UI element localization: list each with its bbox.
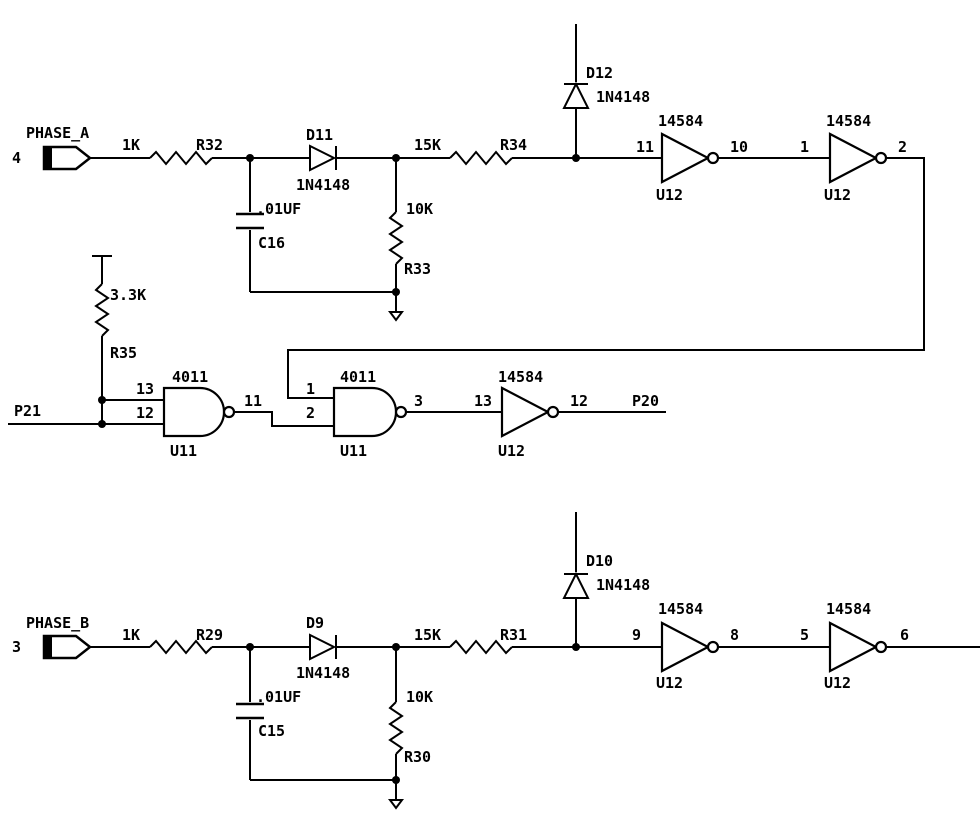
inv-b2-pin-in: 5	[800, 626, 809, 644]
inv-b1-part: 14584	[658, 600, 703, 618]
nand1-pin-out: 11	[244, 392, 262, 410]
d9-ref: D9	[306, 614, 324, 632]
phase-b-port: PHASE_B 3	[12, 614, 93, 660]
resistor-r32: 1K R32	[122, 136, 223, 166]
r32-value: 1K	[122, 136, 140, 154]
inv-a2-pin-out: 2	[898, 138, 907, 156]
ground-icon	[388, 799, 404, 810]
inv-b2-pin-out: 6	[900, 626, 909, 644]
nand2-pin-a: 1	[306, 380, 315, 398]
phase-b-pin-label: 3	[12, 638, 21, 656]
resistor-r31: 15K R31	[414, 626, 527, 655]
inv-a2-ref: U12	[824, 186, 851, 204]
inv-a1-part: 14584	[658, 112, 703, 130]
r35-value: 3.3K	[110, 286, 146, 304]
capacitor-c15: .01UF C15	[236, 647, 301, 780]
resistor-r33: 10K R33	[388, 158, 433, 312]
d10-ref: D10	[586, 552, 613, 570]
p20-net-label: P20	[632, 392, 659, 410]
inv-a1-pin-out: 10	[730, 138, 748, 156]
phase-b-channel: PHASE_B 3 1K R29 D9 1N4148 .01UF C15	[12, 512, 980, 810]
inv3-ref: U12	[498, 442, 525, 460]
d11-part: 1N4148	[296, 176, 350, 194]
inverter-u12-b1: 14584 9 8 U12	[632, 600, 739, 692]
r32-ref: R32	[196, 136, 223, 154]
r31-value: 15K	[414, 626, 441, 644]
r29-ref: R29	[196, 626, 223, 644]
r29-value: 1K	[122, 626, 140, 644]
r34-ref: R34	[500, 136, 527, 154]
phase-b-port-label: PHASE_B	[26, 614, 89, 632]
d12-ref: D12	[586, 64, 613, 82]
inv3-pin-in: 13	[474, 392, 492, 410]
inv-a2-part: 14584	[826, 112, 871, 130]
r33-value: 10K	[406, 200, 433, 218]
inv-a1-ref: U12	[656, 186, 683, 204]
phase-a-pin-label: 4	[12, 149, 21, 167]
c15-value: .01UF	[256, 688, 301, 706]
inv-a1-pin-in: 11	[636, 138, 654, 156]
c16-value: .01UF	[256, 200, 301, 218]
inv-b2-ref: U12	[824, 674, 851, 692]
inverter-u12-a1: 14584 11 10 U12	[636, 112, 748, 204]
phase-a-port-label: PHASE_A	[26, 124, 89, 142]
inv-a2-pin-in: 1	[800, 138, 809, 156]
r30-value: 10K	[406, 688, 433, 706]
nand1-ref: U11	[170, 442, 197, 460]
d9-part: 1N4148	[296, 664, 350, 682]
inverter-u12-a2: 14584 1 2 U12	[800, 112, 907, 204]
c16-ref: C16	[258, 234, 285, 252]
r35-ref: R35	[110, 344, 137, 362]
nand1-pin-b: 12	[136, 404, 154, 422]
inv3-pin-out: 12	[570, 392, 588, 410]
logic-section: 3.3K R35 P21 4011 13 12 11 U11 4011 1 2 …	[8, 255, 666, 460]
phase-a-channel: PHASE_A 4 1K R32 D11 1N4148 .01UF C16	[12, 24, 925, 399]
phase-a-port: PHASE_A 4	[12, 124, 93, 171]
d11-ref: D11	[306, 126, 333, 144]
resistor-r29: 1K R29	[122, 626, 223, 655]
nand-u11-2: 4011 1 2 3 U11	[306, 368, 423, 460]
resistor-r34: 15K R34	[414, 136, 527, 166]
diode-d12: D12 1N4148	[562, 24, 650, 158]
r33-ref: R33	[404, 260, 431, 278]
resistor-r35: 3.3K R35	[92, 255, 146, 424]
nand2-pin-out: 3	[414, 392, 423, 410]
r30-ref: R30	[404, 748, 431, 766]
inv3-part: 14584	[498, 368, 543, 386]
nand-u11-1: 4011 13 12 11 U11	[136, 368, 262, 460]
p21-net-label: P21	[14, 402, 41, 420]
r34-value: 15K	[414, 136, 441, 154]
c15-ref: C15	[258, 722, 285, 740]
inv-b1-ref: U12	[656, 674, 683, 692]
nand2-pin-b: 2	[306, 404, 315, 422]
r31-ref: R31	[500, 626, 527, 644]
nand1-part: 4011	[172, 368, 208, 386]
diode-d10: D10 1N4148	[562, 512, 650, 647]
inverter-u12-3: 14584 13 12 U12	[474, 368, 588, 460]
inv-b2-part: 14584	[826, 600, 871, 618]
inverter-u12-b2: 14584 5 6 U12	[800, 600, 909, 692]
nand2-part: 4011	[340, 368, 376, 386]
d10-part: 1N4148	[596, 576, 650, 594]
inv-b1-pin-in: 9	[632, 626, 641, 644]
diode-d11: D11 1N4148	[296, 126, 350, 194]
ground-icon	[388, 311, 404, 322]
nand1-pin-a: 13	[136, 380, 154, 398]
capacitor-c16: .01UF C16	[236, 158, 301, 292]
inv-b1-pin-out: 8	[730, 626, 739, 644]
d12-part: 1N4148	[596, 88, 650, 106]
nand2-ref: U11	[340, 442, 367, 460]
